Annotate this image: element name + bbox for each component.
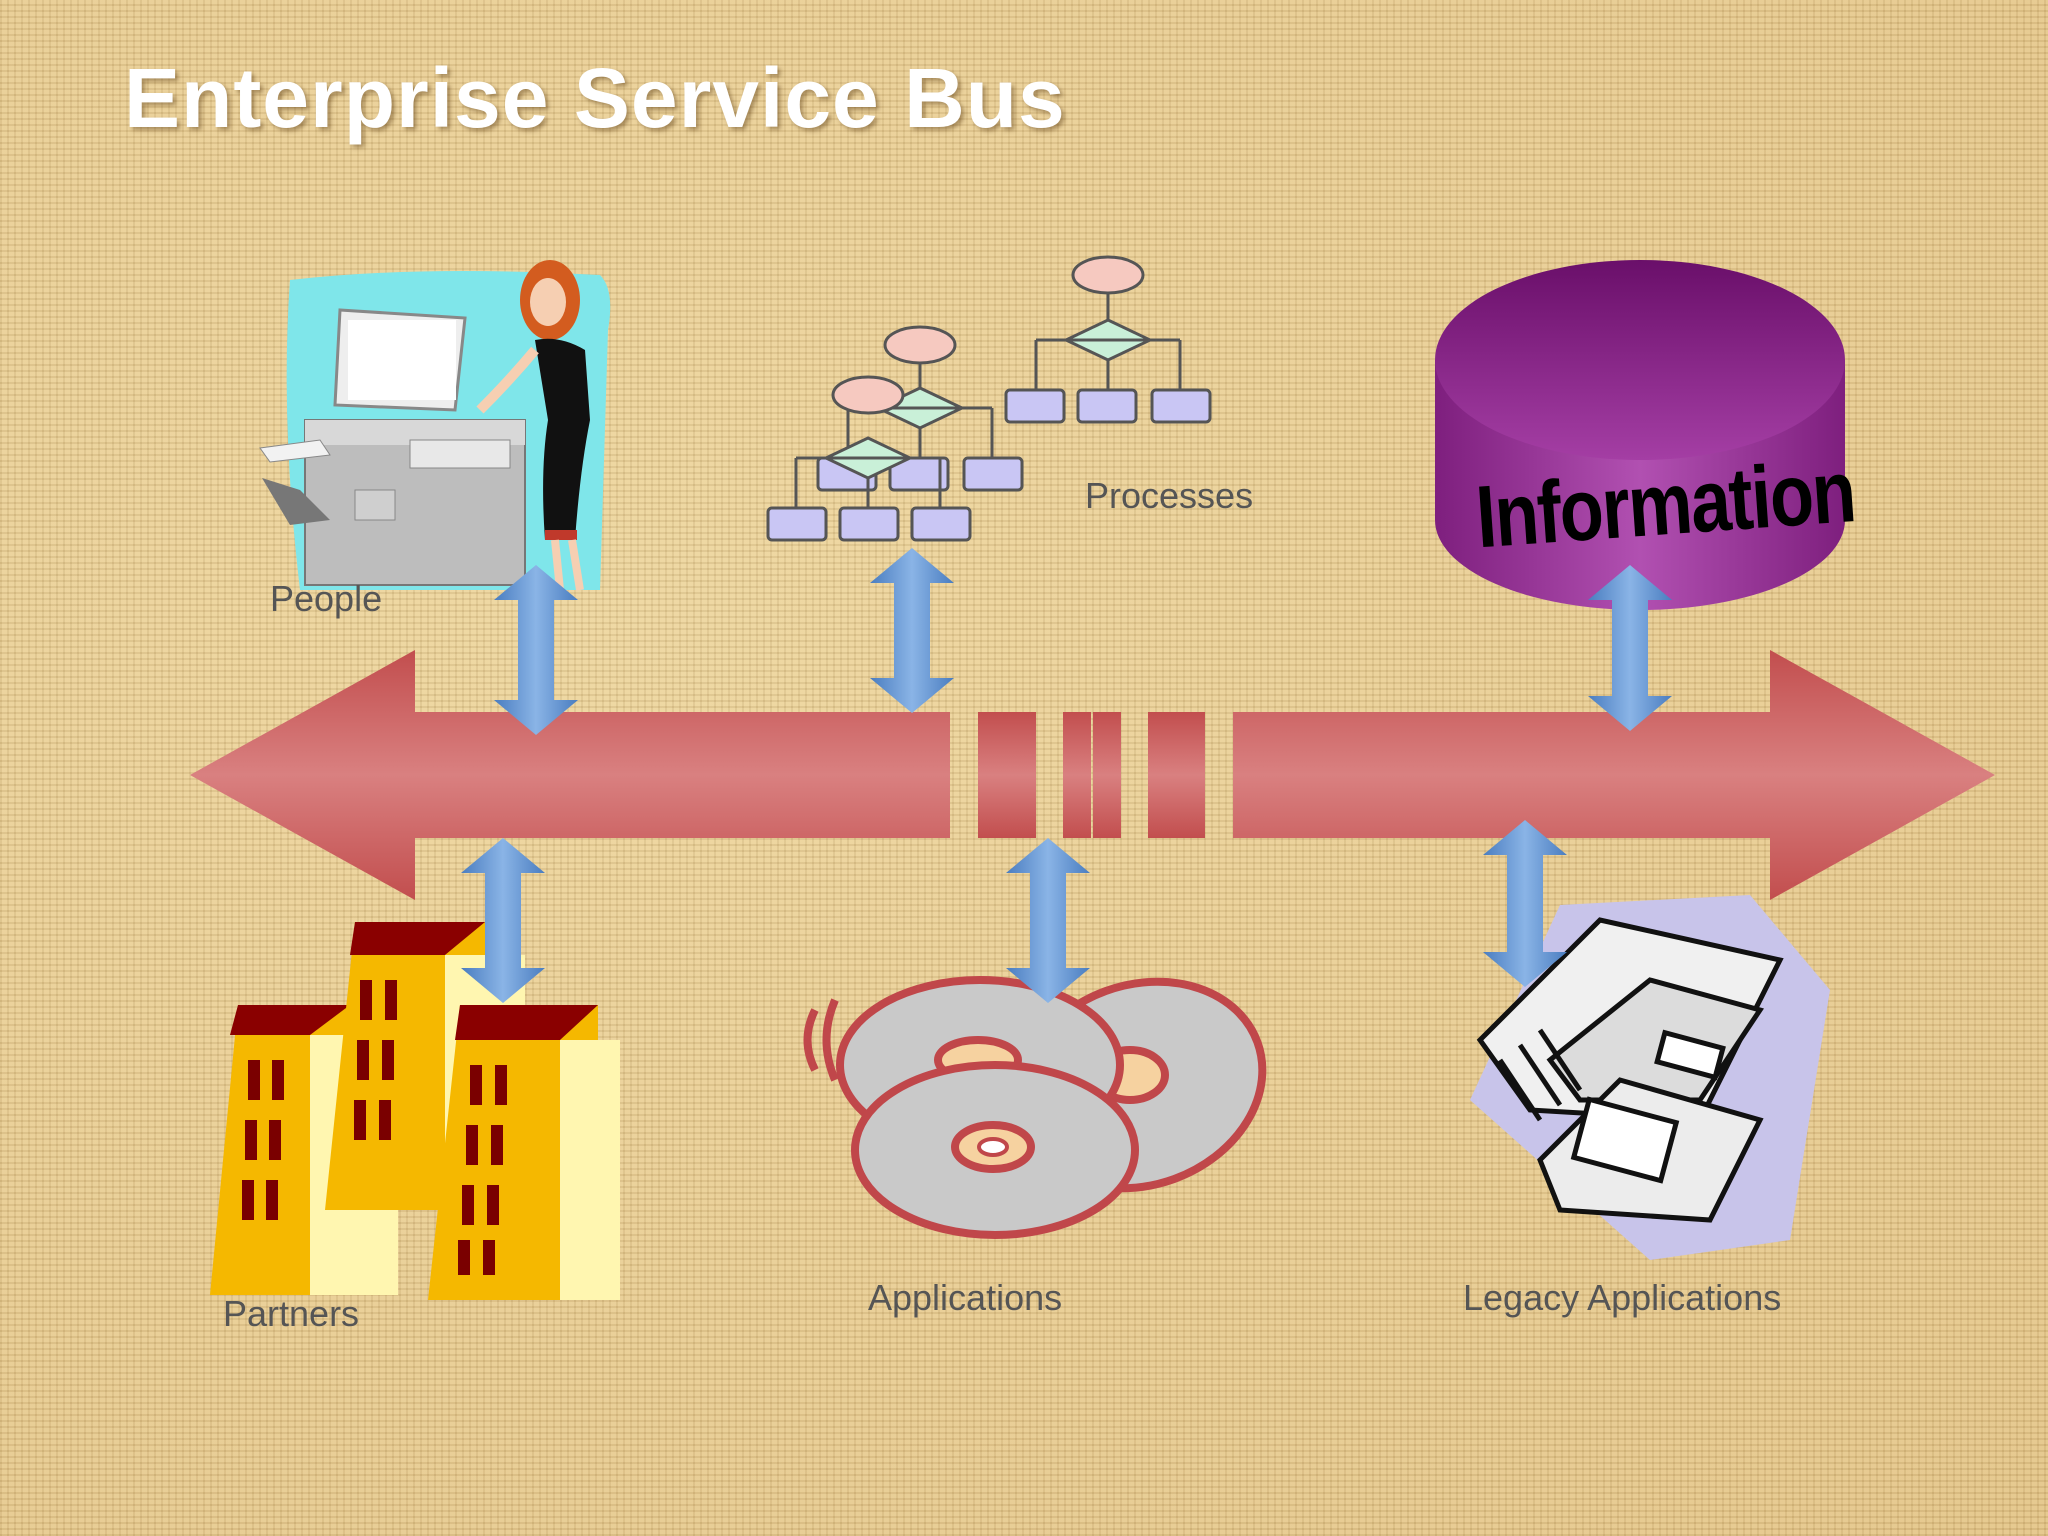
applications-discs (803, 976, 1267, 1239)
service-bus-arrow (190, 650, 1995, 900)
connector-partners (461, 838, 545, 1003)
connector-information (1588, 565, 1672, 731)
connector-legacy (1483, 820, 1567, 987)
legacy-floppy-disks (1470, 895, 1830, 1260)
legacy-applications-label: Legacy Applications (1463, 1277, 1782, 1318)
processes-flowchart (766, 255, 1212, 542)
slide-title: Enterprise Service Bus (124, 51, 1066, 145)
connector-applications (1006, 838, 1090, 1003)
connector-processes (870, 548, 954, 713)
connector-people (494, 565, 578, 735)
partners-buildings (210, 922, 620, 1300)
partners-label: Partners (223, 1293, 360, 1334)
applications-label: Applications (868, 1277, 1063, 1318)
people-illustration (259, 260, 611, 591)
processes-label: Processes (1085, 475, 1254, 516)
information-database (1435, 260, 1845, 610)
people-label: People (270, 578, 383, 619)
